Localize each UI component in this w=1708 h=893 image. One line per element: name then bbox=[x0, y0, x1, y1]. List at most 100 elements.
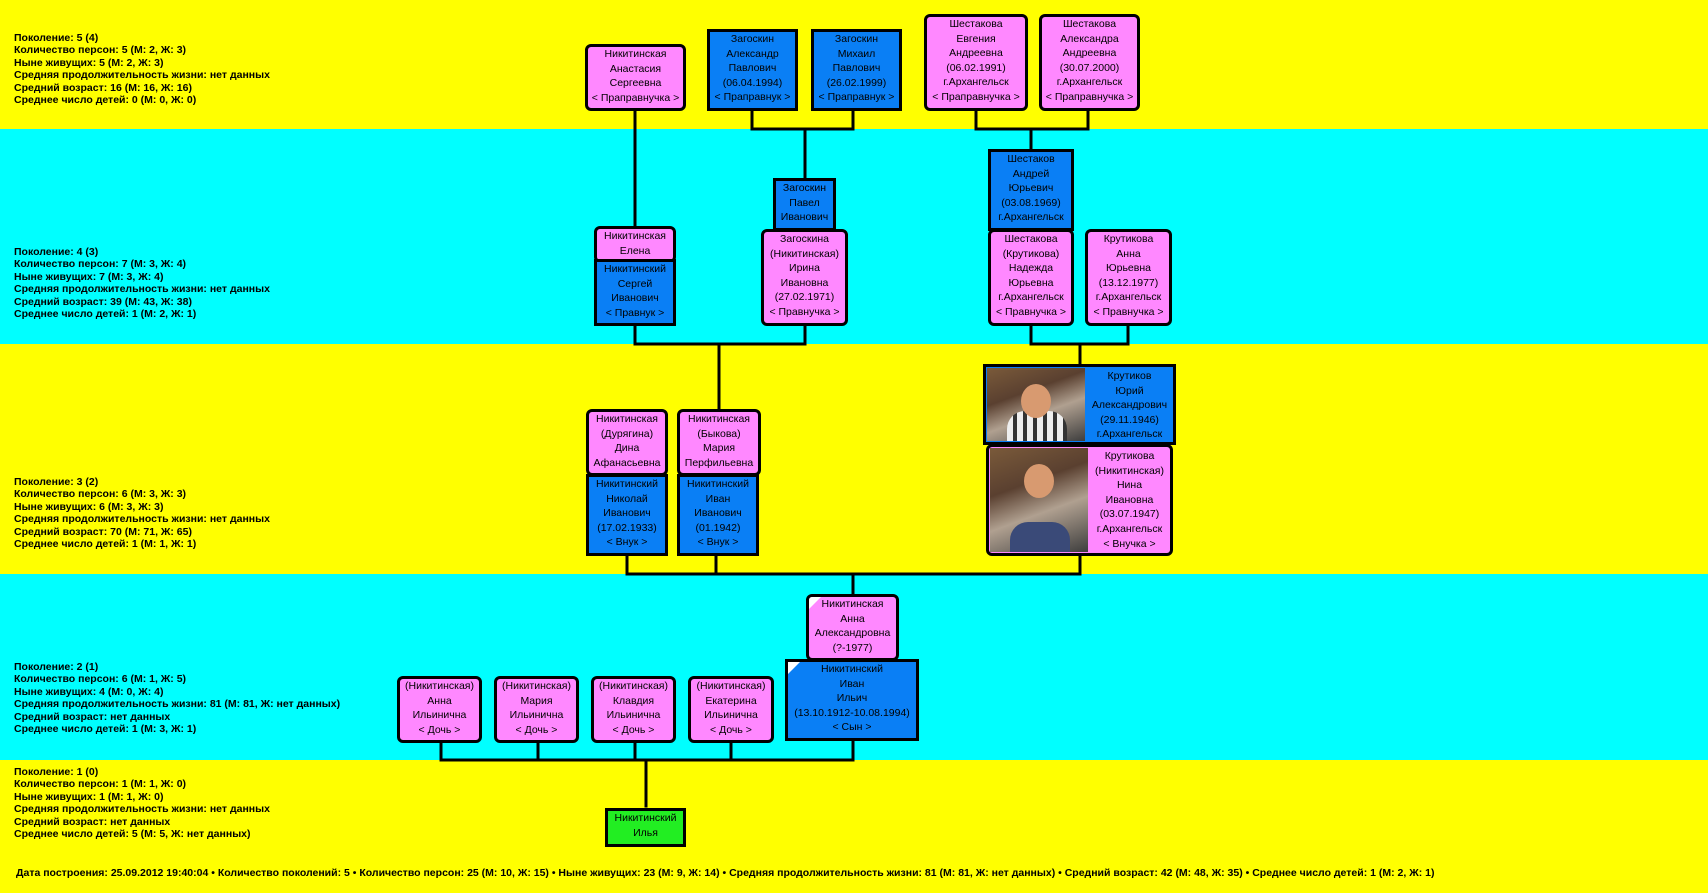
person-photo bbox=[990, 448, 1088, 552]
person-line: Дина bbox=[614, 442, 640, 455]
person-line: Илья bbox=[633, 826, 658, 839]
stat-line: Поколение: 2 (1) bbox=[14, 661, 99, 673]
person-line: Анна bbox=[427, 694, 452, 707]
photo-face bbox=[1021, 384, 1051, 418]
person-line: Загоскина bbox=[780, 233, 829, 245]
person-line: г.Архангельск bbox=[1096, 428, 1163, 441]
person-line: Шестакова bbox=[949, 18, 1003, 30]
person-line: < Правнучка > bbox=[769, 305, 840, 318]
person-line: Никитинский bbox=[687, 478, 749, 490]
person-line: (Крутикова) bbox=[1002, 247, 1060, 260]
stat-line: Ныне живущих: 5 (М: 2, Ж: 3) bbox=[14, 56, 164, 69]
person-line: (30.07.2000) bbox=[1059, 61, 1120, 74]
person-line: Иван bbox=[839, 677, 865, 690]
person-line: Мария bbox=[520, 694, 553, 707]
edge-ilya-children bbox=[439, 739, 855, 808]
stat-line: Среднее число детей: 1 (М: 3, Ж: 1) bbox=[14, 723, 197, 736]
person-line: Ильич bbox=[836, 692, 868, 705]
stat-line: Поколение: 5 (4) bbox=[14, 32, 99, 44]
person-line: Загоскин bbox=[782, 182, 827, 194]
person-line: Елена bbox=[619, 244, 651, 257]
person-line: Сергей bbox=[617, 277, 653, 290]
person-line: (06.04.1994) bbox=[722, 76, 783, 89]
person-line: (13.10.1912-10.08.1994) bbox=[794, 706, 910, 719]
person-line: Крутикова bbox=[1103, 233, 1154, 245]
stat-line: Средняя продолжительность жизни: нет дан… bbox=[14, 283, 270, 296]
person-line: Николай bbox=[606, 492, 648, 505]
person-line: Никитинский bbox=[596, 478, 658, 490]
person-line: Никитинский bbox=[604, 263, 666, 275]
person-line: < Дочь > bbox=[710, 723, 752, 736]
person-line: г.Архангельск bbox=[998, 211, 1064, 224]
person-line: (?-1977) bbox=[832, 641, 873, 654]
person-line: (13.12.1977) bbox=[1098, 276, 1159, 289]
person-line: (Никитинская) bbox=[1095, 464, 1164, 477]
person-line: < Праправнучка > bbox=[591, 91, 680, 104]
person-line: г.Архангельск bbox=[1096, 522, 1163, 535]
person-line: Крутикова bbox=[1104, 450, 1155, 462]
person-line: Андреевна bbox=[949, 47, 1003, 60]
person-line: Ильинична bbox=[704, 709, 758, 722]
person-line: Крутиков bbox=[1107, 370, 1152, 382]
person-line: < Праправнучка > bbox=[932, 90, 1020, 103]
photo-face bbox=[1024, 464, 1054, 498]
person-line: Иванович bbox=[611, 292, 659, 305]
person-line: (03.08.1969) bbox=[1001, 196, 1061, 209]
person-line: Александр bbox=[726, 47, 779, 60]
person-line: г.Архангельск bbox=[998, 291, 1064, 304]
person-line: < Праправнучка > bbox=[1045, 90, 1134, 103]
footer-summary: Дата построения: 25.09.2012 19:40:04 • К… bbox=[16, 867, 1435, 879]
person-line: < Праправнук > bbox=[714, 91, 791, 104]
person-line: Клавдия bbox=[612, 694, 655, 707]
person-line: Афанасьевна bbox=[593, 456, 661, 469]
person-line: Ивановна bbox=[1105, 493, 1154, 506]
stat-line: Средний возраст: 39 (М: 43, Ж: 38) bbox=[14, 295, 192, 308]
person-line: (03.07.1947) bbox=[1099, 508, 1160, 521]
edge-yuriy-children bbox=[1029, 322, 1130, 367]
person-line: Никитинская bbox=[604, 230, 666, 242]
stat-line: Среднее число детей: 5 (М: 5, Ж: нет дан… bbox=[14, 828, 251, 841]
person-line: (06.02.1991) bbox=[946, 61, 1006, 74]
generation-stats-1: Поколение: 1 (0)Количество персон: 1 (М:… bbox=[14, 766, 270, 840]
person-line: Никитинская bbox=[596, 413, 658, 425]
stat-line: Среднее число детей: 1 (М: 2, Ж: 1) bbox=[14, 308, 197, 321]
person-line: < Внук > bbox=[697, 536, 739, 549]
person-line: < Правнучка > bbox=[995, 305, 1067, 318]
generation-stats-4: Поколение: 4 (3)Количество персон: 7 (М:… bbox=[14, 246, 270, 320]
person-line: Александра bbox=[1060, 32, 1119, 45]
person-line: Надежда bbox=[1008, 262, 1054, 275]
person-line: (01.1942) bbox=[695, 521, 741, 534]
person-line: Андреевна bbox=[1062, 47, 1117, 60]
person-line: (Никитинская) bbox=[599, 680, 668, 692]
person-line: г.Архангельск bbox=[1056, 76, 1123, 89]
person-line: Юрий bbox=[1115, 384, 1144, 397]
person-line: Никитинский bbox=[614, 812, 677, 824]
generation-stats-2: Поколение: 2 (1)Количество персон: 6 (М:… bbox=[14, 661, 340, 735]
